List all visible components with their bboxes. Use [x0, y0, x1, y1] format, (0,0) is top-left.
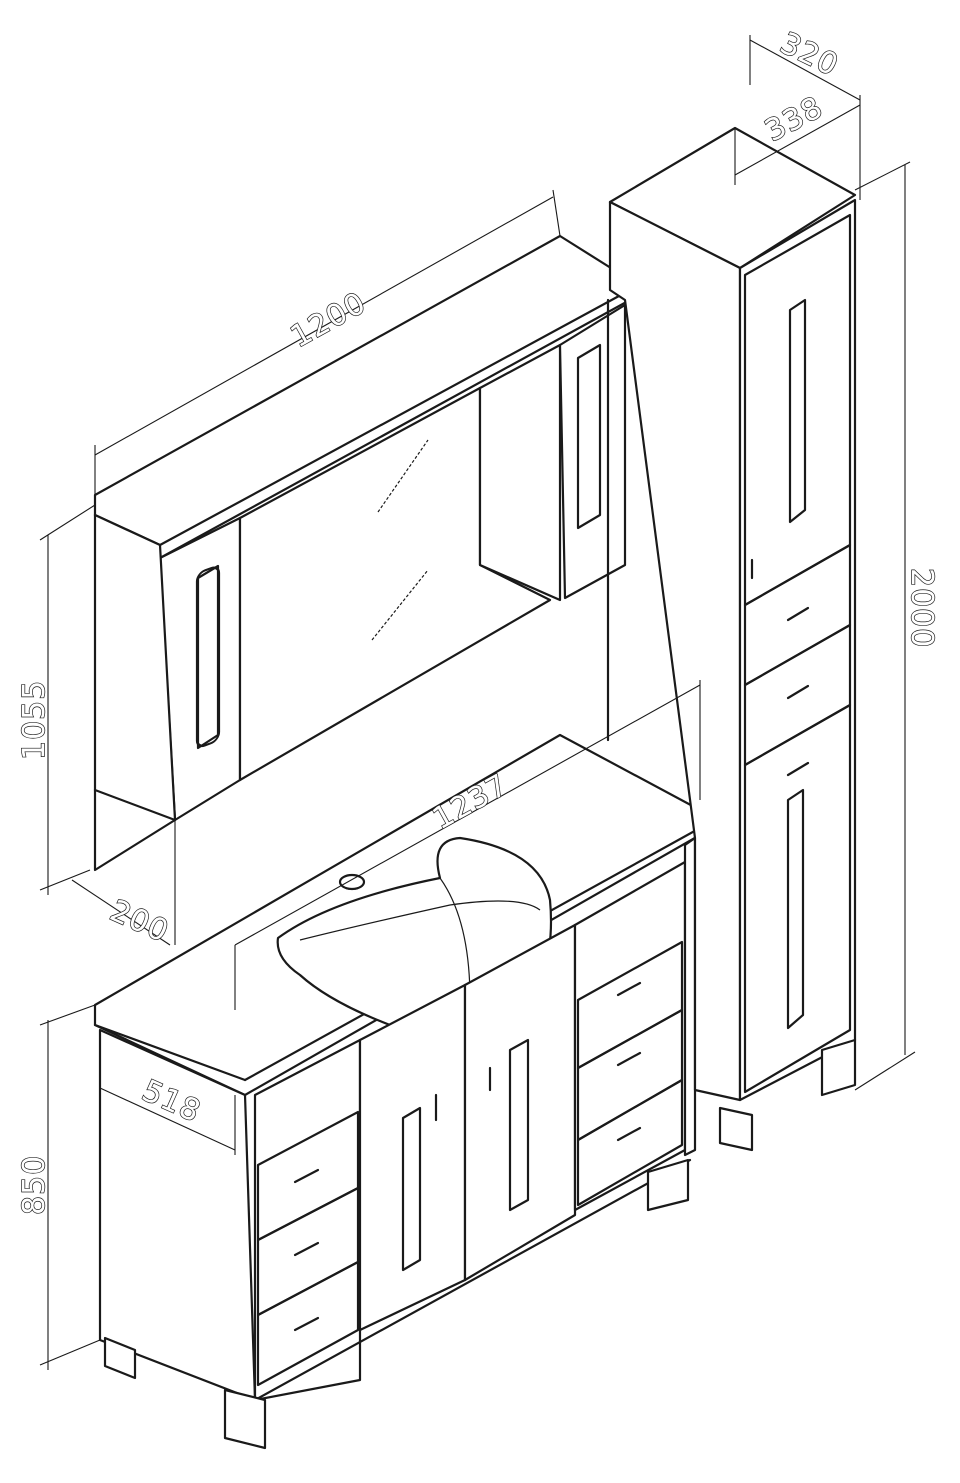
column-leg-2 — [820, 1038, 857, 1097]
mirror-left-handle-2 — [196, 564, 220, 750]
dim-mirror-height: 1055 — [17, 680, 52, 760]
mirror-inner-shelf — [478, 343, 562, 602]
vanity-leg-2 — [223, 1388, 267, 1450]
vanity-right-drawer-column — [573, 860, 687, 1212]
mirror-panel — [238, 386, 552, 782]
vanity-leg-3 — [646, 1158, 690, 1212]
column-upper-door-handle — [788, 298, 807, 524]
dim-column-depth-outer: 320 — [774, 26, 844, 84]
vanity-left-door-handle — [401, 1106, 422, 1272]
column-lower-door-handle — [786, 788, 805, 1030]
dim-vanity-height: 850 — [17, 1155, 52, 1215]
vanity-right-door — [463, 923, 577, 1282]
vanity-left-drawer-column — [253, 1038, 362, 1402]
mirror-right-handle — [576, 343, 602, 530]
vanity-unit — [93, 733, 702, 1450]
dimension-lines — [39, 35, 916, 1370]
column-front — [738, 198, 857, 1102]
column-leg-1 — [718, 1106, 754, 1152]
tall-column-cabinet — [608, 126, 857, 1152]
dim-column-depth-inner: 338 — [759, 90, 829, 149]
mirror-cabinet — [93, 234, 632, 872]
faucet-hole — [338, 873, 366, 891]
vanity-left-door — [358, 983, 467, 1332]
vanity-leg-1 — [103, 1336, 137, 1380]
dim-column-height: 2000 — [904, 568, 939, 648]
vanity-right-door-handle — [508, 1038, 530, 1212]
dim-mirror-width: 1200 — [285, 285, 372, 355]
